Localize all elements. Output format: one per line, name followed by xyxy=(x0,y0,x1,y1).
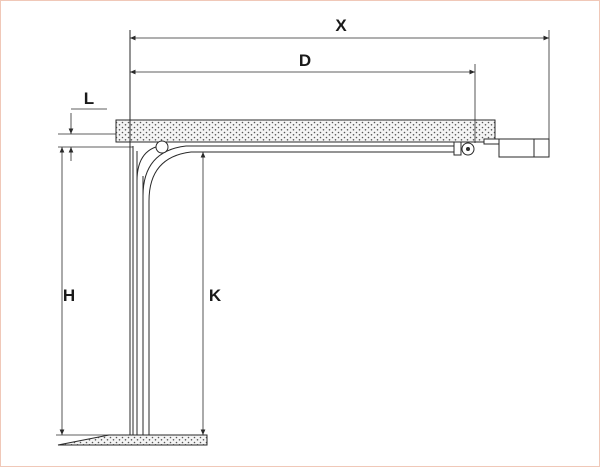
label-k: K xyxy=(209,286,222,305)
floor-slab xyxy=(57,434,208,446)
track-end-bracket xyxy=(453,141,462,156)
label-d: D xyxy=(299,51,311,70)
spring-pulley xyxy=(155,140,169,154)
end-roller-hub xyxy=(466,147,470,151)
curved-track-outer xyxy=(142,145,456,435)
operator-motor xyxy=(498,138,550,158)
curved-track-inner xyxy=(148,151,456,435)
label-l: L xyxy=(84,89,94,108)
label-x: X xyxy=(335,16,347,35)
ceiling-slab xyxy=(115,119,496,143)
label-h: H xyxy=(63,286,75,305)
